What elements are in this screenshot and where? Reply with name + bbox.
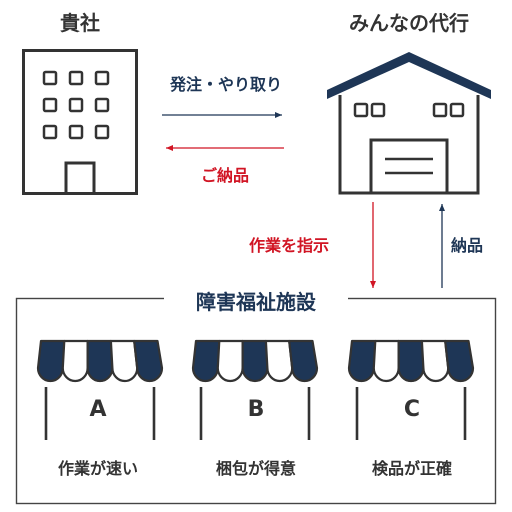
office-building-icon <box>22 49 138 195</box>
shop-b-caption: 梱包が得意 <box>215 459 296 478</box>
shop-b-letter: B <box>247 397 265 422</box>
awning-stripe <box>216 339 244 383</box>
awning-stripe <box>86 339 114 383</box>
awning-stripe <box>191 339 221 383</box>
awning-stripe <box>347 339 377 383</box>
awning-stripe <box>397 339 425 383</box>
delivery-to-agency-label: 納品 <box>451 236 484 255</box>
order-label: 発注・やり取り <box>169 75 282 94</box>
shop-c-caption: 検品が正確 <box>371 459 452 478</box>
shop-c-letter: C <box>403 397 421 422</box>
shop-icon-c <box>347 339 475 440</box>
company-label: 貴社 <box>60 11 100 35</box>
facility-title-background <box>164 287 348 317</box>
awning-stripe <box>444 339 475 383</box>
awning-stripe <box>288 339 319 383</box>
awning-stripe <box>36 339 66 383</box>
facility-title: 障害福祉施設 <box>196 290 316 314</box>
shop-icon-b <box>191 339 319 440</box>
awning-stripe <box>372 339 400 383</box>
agency-label: みんなの代行 <box>349 11 469 35</box>
awning-stripe <box>61 339 89 383</box>
awning-stripe <box>264 339 294 383</box>
shop-icon-a <box>36 339 164 440</box>
delivery-to-company-label: ご納品 <box>200 166 249 185</box>
shop-icons <box>36 339 475 440</box>
awning-stripe <box>133 339 164 383</box>
shop-a-letter: A <box>89 397 107 422</box>
awning-stripe <box>420 339 450 383</box>
awning-stripe <box>241 339 269 383</box>
awning-stripe <box>109 339 139 383</box>
shop-a-caption: 作業が速い <box>57 459 138 478</box>
warehouse-icon <box>327 52 491 195</box>
instruct-label: 作業を指示 <box>249 236 330 255</box>
